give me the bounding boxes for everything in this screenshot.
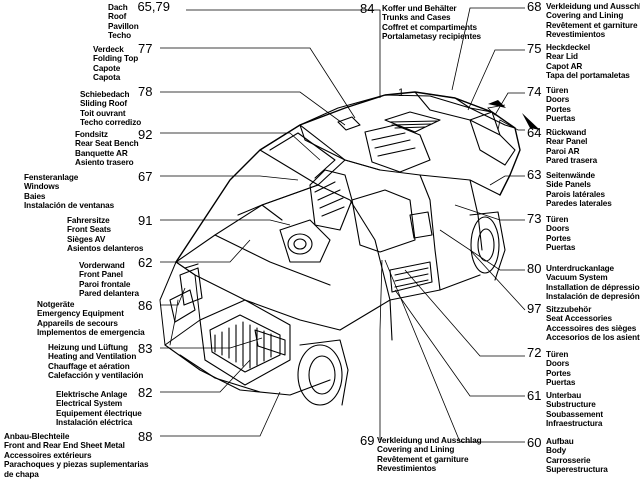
callout-number: 82: [138, 385, 153, 400]
callout-number: 62: [138, 255, 153, 270]
callout-number: 83: [138, 341, 153, 356]
callout-number: 73: [527, 211, 542, 226]
callout-number: 60: [527, 435, 542, 450]
callout-number: 88: [138, 429, 153, 444]
callout-number: 84: [360, 1, 375, 16]
callout-number: 63: [527, 167, 542, 182]
callout-number: 65,79: [137, 0, 170, 14]
callout-number: 97: [527, 301, 542, 316]
callout-number: 67: [138, 169, 153, 184]
callout-number: 61: [527, 388, 542, 403]
callout-number: 78: [138, 84, 153, 99]
callout-number: 68: [527, 0, 542, 14]
callout-number: 69: [360, 433, 375, 448]
callout-number: 74: [527, 84, 542, 99]
callout-number: 72: [527, 345, 542, 360]
callout-number: 86: [138, 298, 153, 313]
part-marker: 1: [398, 87, 405, 99]
callout-number: 77: [138, 41, 153, 56]
callout-number: 64: [527, 125, 542, 140]
callout-number: 91: [138, 213, 153, 228]
callout-number: 80: [527, 261, 542, 276]
callout-number: 92: [138, 127, 153, 142]
callout-number: 75: [527, 41, 542, 56]
